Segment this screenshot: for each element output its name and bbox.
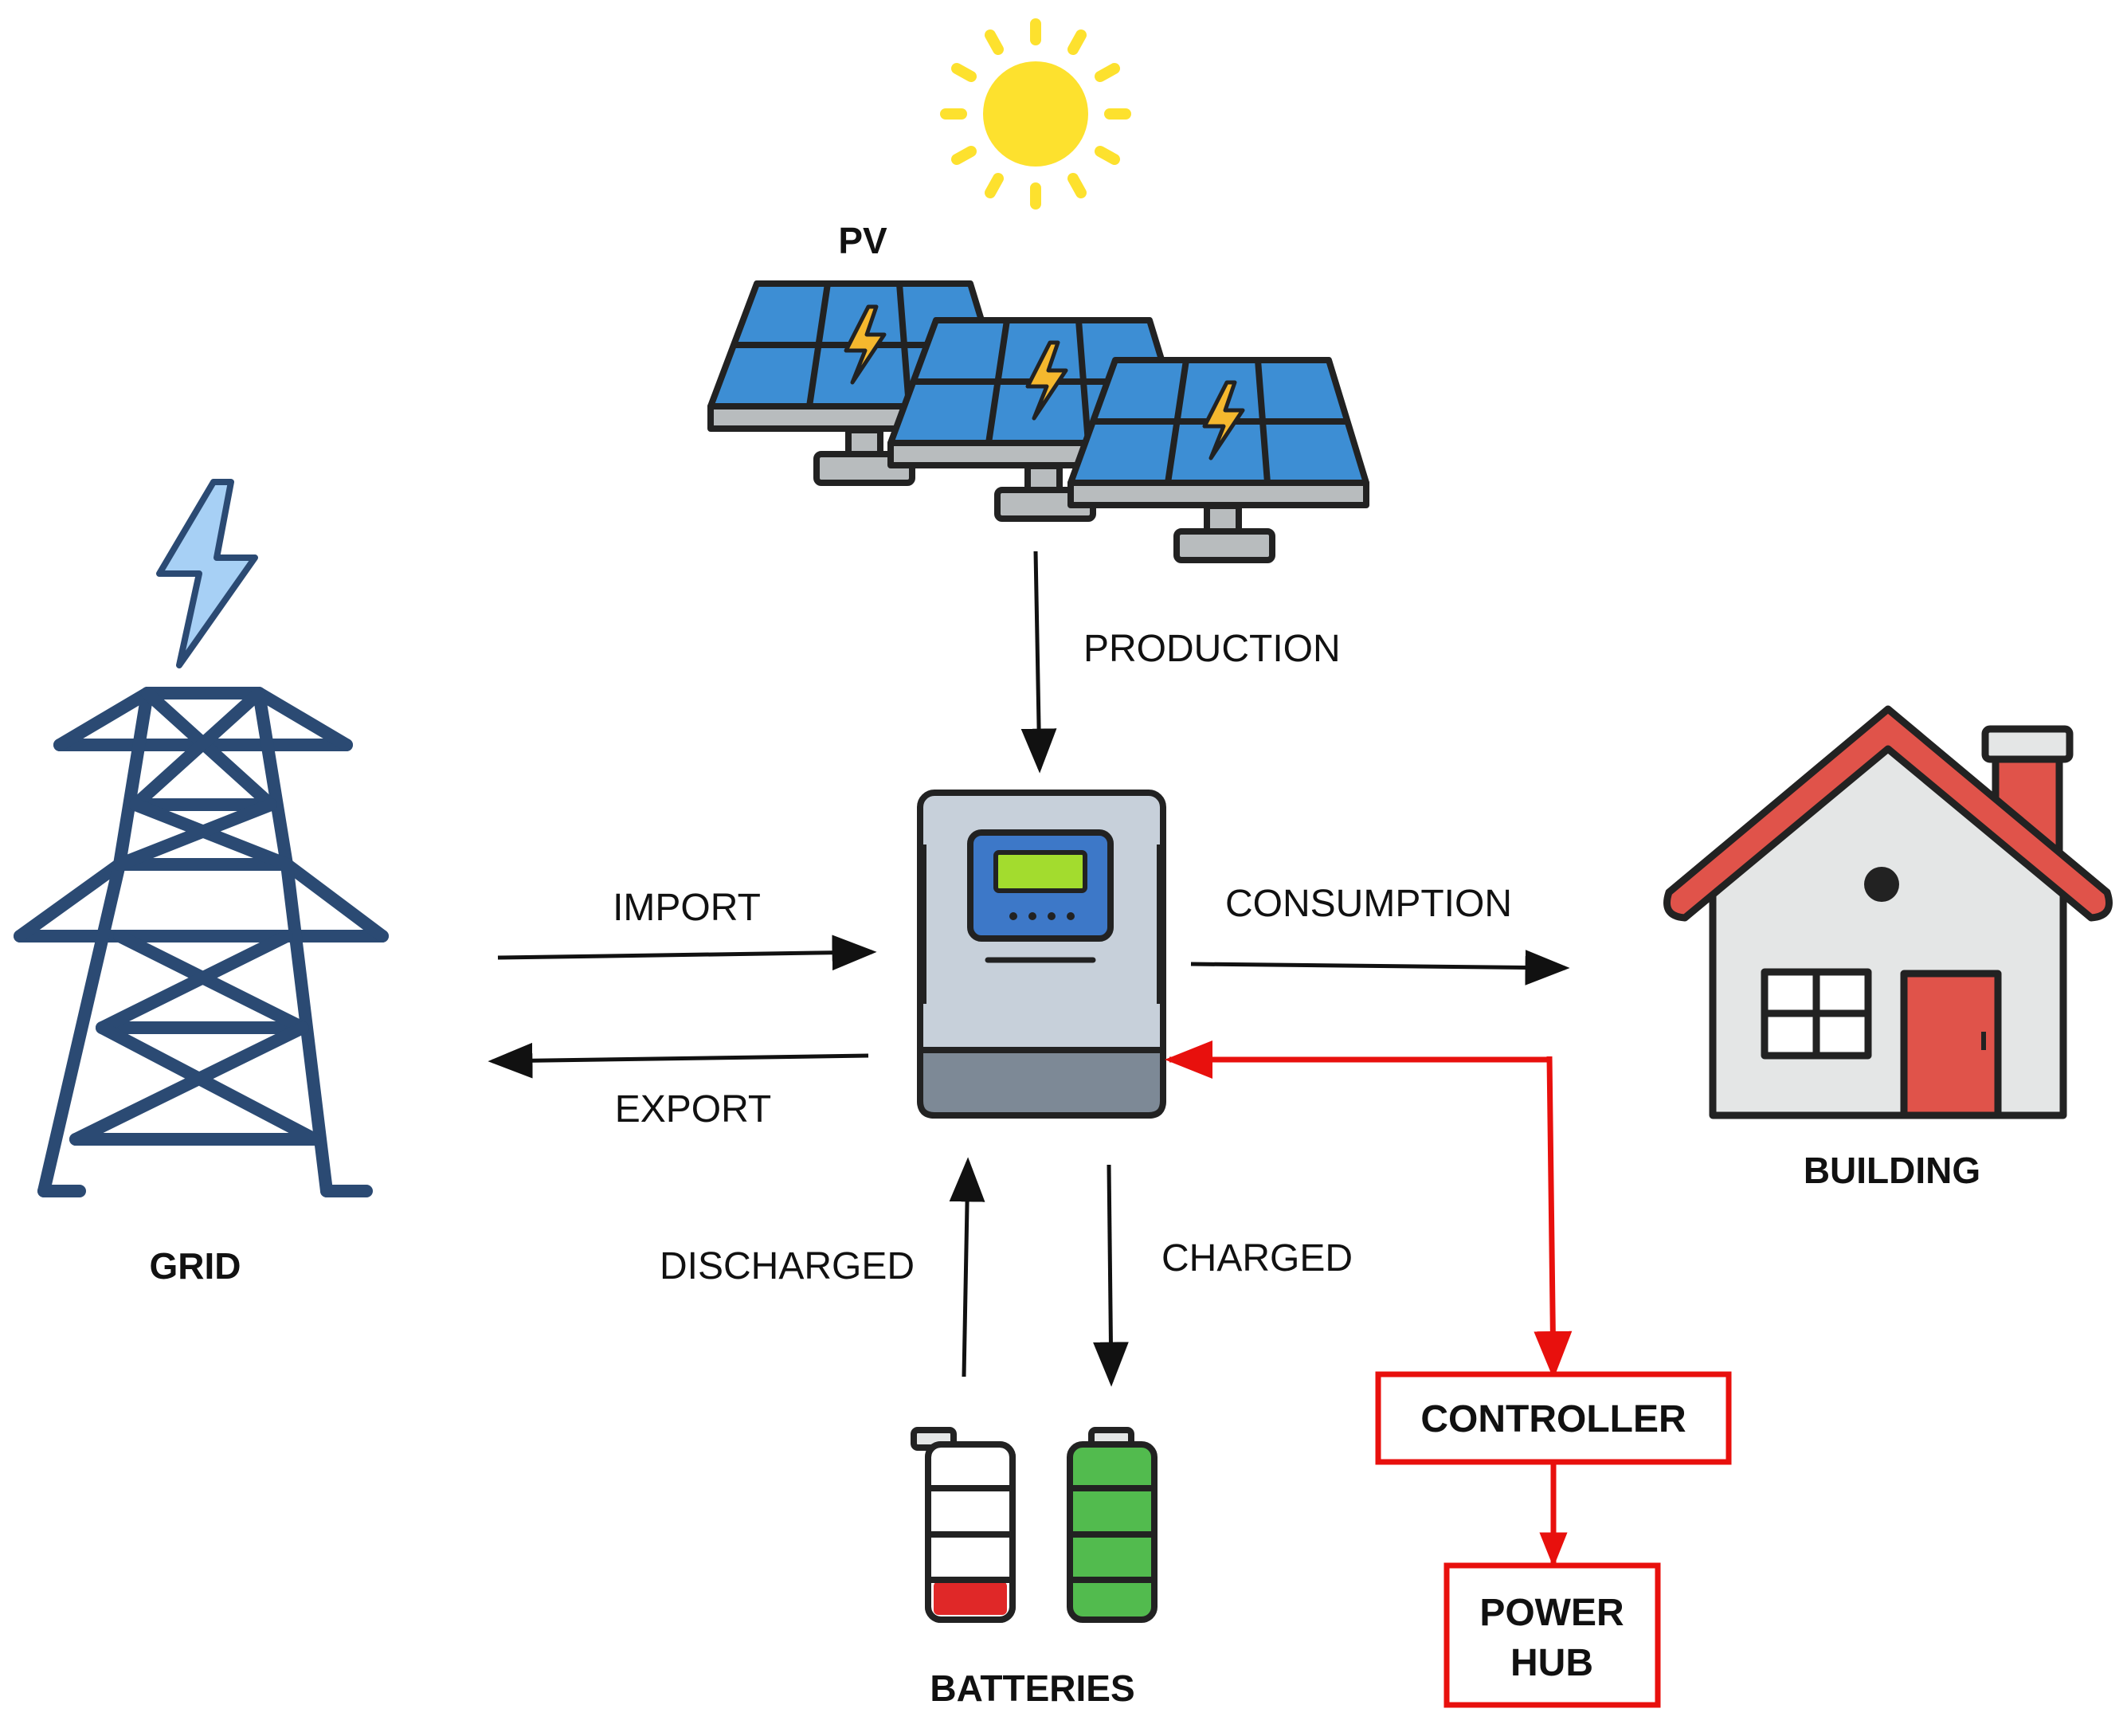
battery-low-icon bbox=[911, 1427, 1016, 1623]
controller-box: CONTROLLER bbox=[1375, 1371, 1732, 1465]
batteries-label: BATTERIES bbox=[930, 1667, 1134, 1709]
production-arrow bbox=[1020, 551, 1057, 774]
export-arrow bbox=[488, 1042, 869, 1079]
power-hub-label-line2: HUB bbox=[1510, 1642, 1593, 1684]
solar-panel-icon bbox=[1067, 357, 1369, 563]
import-arrow bbox=[497, 935, 877, 971]
import-label: IMPORT bbox=[613, 887, 761, 929]
pv-label: PV bbox=[838, 220, 887, 261]
discharged-label: DISCHARGED bbox=[660, 1245, 915, 1287]
solar-panels-icon bbox=[707, 280, 1369, 563]
grid-label: GRID bbox=[150, 1245, 241, 1287]
consumption-arrow bbox=[1190, 950, 1570, 986]
consumption-label: CONSUMPTION bbox=[1225, 883, 1512, 925]
lightning-bolt-icon bbox=[156, 479, 258, 668]
transmission-tower-icon bbox=[14, 687, 389, 1197]
charged-label: CHARGED bbox=[1161, 1237, 1353, 1279]
control-link-arrow bbox=[1534, 1056, 1573, 1379]
discharged-arrow bbox=[949, 1157, 985, 1377]
building-label: BUILDING bbox=[1804, 1150, 1980, 1191]
house-icon bbox=[1663, 705, 2113, 1119]
charged-arrow bbox=[1093, 1164, 1129, 1387]
power-hub-box: POWER HUB bbox=[1443, 1562, 1661, 1708]
sun-icon bbox=[940, 18, 1131, 210]
controller-label: CONTROLLER bbox=[1420, 1398, 1686, 1440]
export-label: EXPORT bbox=[615, 1088, 772, 1131]
production-label: PRODUCTION bbox=[1083, 628, 1341, 670]
power-hub-label-line1: POWER bbox=[1479, 1592, 1624, 1634]
battery-full-icon bbox=[1067, 1427, 1158, 1623]
inverter-icon bbox=[917, 790, 1166, 1119]
